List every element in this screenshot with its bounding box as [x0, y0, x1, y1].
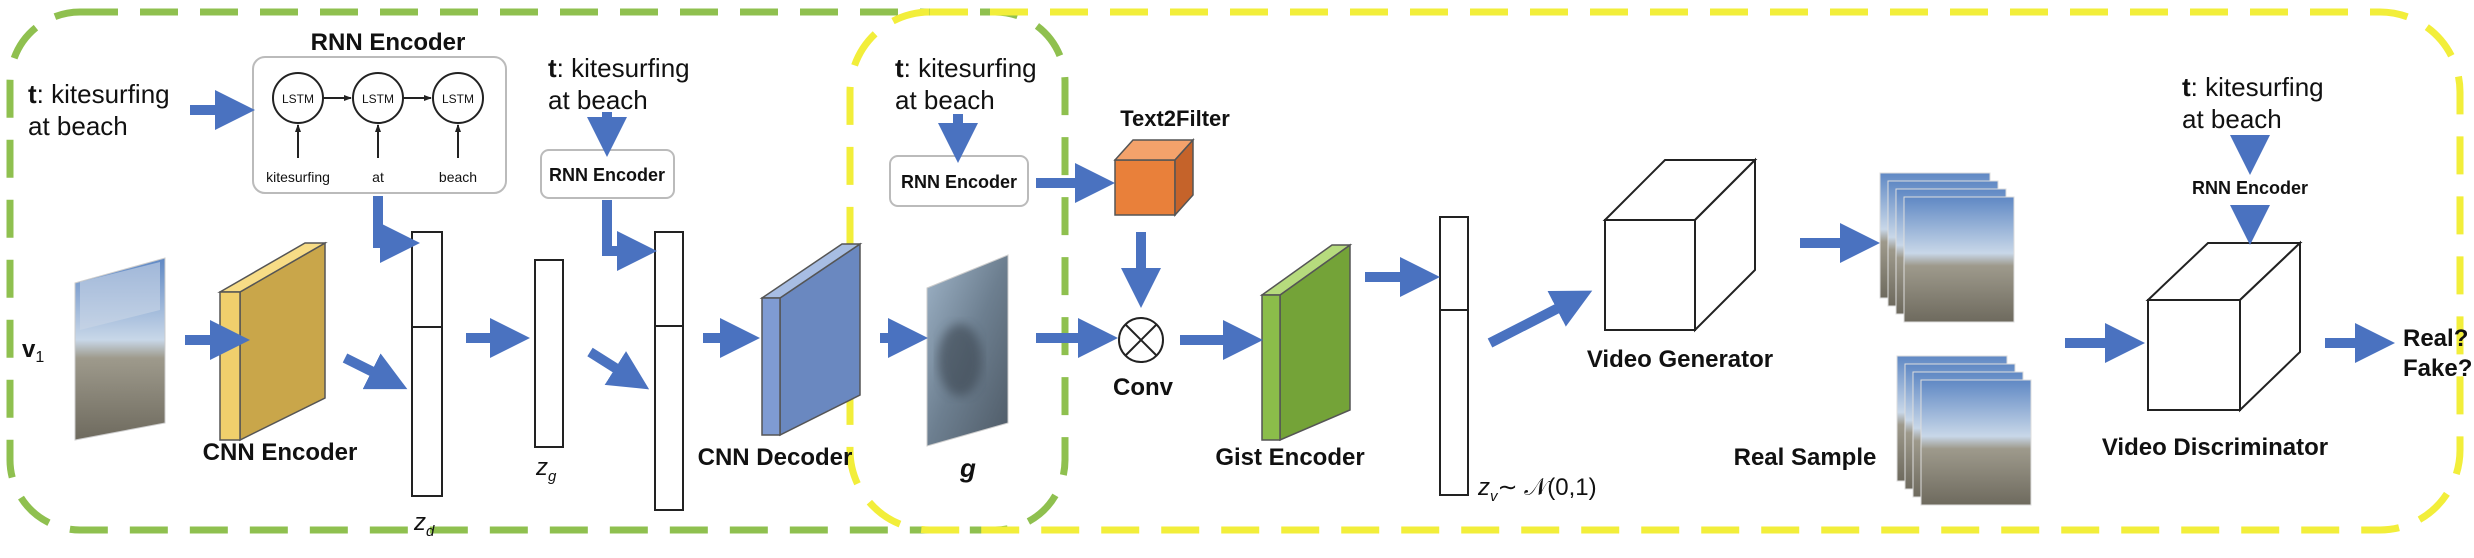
word-label: beach: [439, 169, 477, 185]
arrow-zv-to-generator: [1487, 290, 1593, 348]
text-input-left: t: kitesurfing: [28, 79, 170, 109]
rnn-encoder-disc-label: RNN Encoder: [2192, 178, 2308, 198]
cnn-decoder-label: CNN Decoder: [698, 444, 853, 471]
text-input-gist: t: kitesurfing: [895, 53, 1037, 83]
output-real-label: Real?: [2403, 325, 2468, 352]
arrow-zg-to-vec: [587, 347, 650, 390]
generated-video-stack: [1879, 172, 2015, 323]
rnn-encoder-mid-label: RNN Encoder: [549, 165, 665, 185]
text-input-mid-line2: at beach: [548, 85, 648, 115]
rnn-encoder-gist-label: RNN Encoder: [901, 172, 1017, 192]
cnn-encoder-label: CNN Encoder: [203, 439, 358, 466]
zv-label: zv∼ 𝒩(0,1): [1477, 474, 1597, 505]
zv-vector: [1439, 216, 1469, 496]
video-generator-cube: [1602, 157, 1758, 333]
output-fake-label: Fake?: [2403, 355, 2472, 382]
g-label: g: [959, 453, 976, 483]
text-input-disc-line2: at beach: [2182, 104, 2282, 134]
cnn-encoder-block: [217, 241, 328, 442]
gist-encoder-label: Gist Encoder: [1215, 444, 1364, 471]
concat-vector: [654, 231, 684, 511]
lstm-label: LSTM: [282, 92, 314, 106]
zg-vector: [534, 259, 564, 448]
cnn-decoder-block: [759, 242, 863, 437]
text-input-disc: t: kitesurfing: [2182, 72, 2324, 102]
word-label: at: [372, 169, 384, 185]
zg-label: zg: [535, 454, 557, 485]
rnn-encoder-title: RNN Encoder: [311, 29, 466, 56]
lstm-cells: LSTM LSTM LSTM kitesurfing at beach: [266, 72, 484, 185]
text2filter-cube: [1113, 138, 1195, 217]
real-sample-label: Real Sample: [1734, 444, 1877, 471]
zd-label: zd: [413, 509, 435, 540]
arrow-rnn-to-zd: [373, 196, 420, 263]
arrow-cnn-to-zd: [342, 353, 408, 390]
zd-vector: [411, 231, 443, 497]
video-discriminator-label: Video Discriminator: [2102, 434, 2328, 461]
video-generator-label: Video Generator: [1587, 346, 1773, 373]
flow-arrows: [185, 90, 2395, 390]
word-label: kitesurfing: [266, 169, 330, 185]
text2filter-label: Text2Filter: [1120, 106, 1230, 131]
text-input-left-line2: at beach: [28, 111, 128, 141]
real-video-stack: [1896, 355, 2032, 506]
video-discriminator-cube: [2145, 240, 2303, 413]
green-dashed-region: [6, 8, 1069, 534]
text-input-gist-line2: at beach: [895, 85, 995, 115]
lstm-label: LSTM: [362, 92, 394, 106]
arrow-midrnn-to-vec: [602, 200, 657, 271]
input-frame-v1: [74, 257, 166, 441]
lstm-cell: [432, 72, 484, 124]
gist-image-g: [926, 254, 1009, 447]
v1-label: v1: [22, 336, 44, 366]
gist-encoder-block: [1259, 243, 1353, 442]
lstm-label: LSTM: [442, 92, 474, 106]
conv-label: Conv: [1113, 374, 1174, 401]
text-input-mid: t: kitesurfing: [548, 53, 690, 83]
